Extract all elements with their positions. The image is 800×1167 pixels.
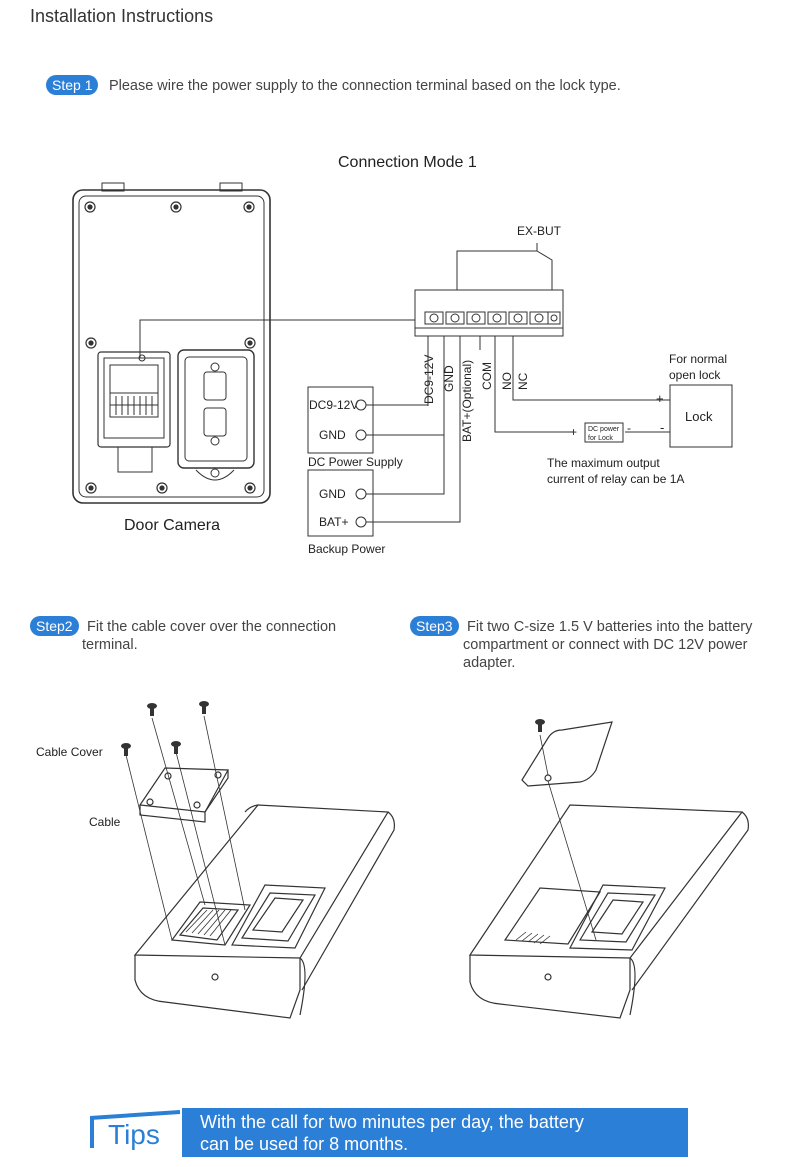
- terminal-block: [414, 289, 564, 337]
- backup-pin1: GND: [319, 487, 346, 501]
- terminal-label-bat: BAT+(Optional): [460, 360, 474, 442]
- step1-badge: Step 1: [46, 75, 99, 95]
- wiring-diagram: Connection Mode 1: [72, 154, 733, 556]
- relay-note-1: The maximum output: [547, 456, 660, 470]
- backup-box: [307, 469, 374, 537]
- terminal-label-nc: NC: [516, 372, 530, 390]
- terminal-wires: [427, 336, 514, 406]
- dc-supply-box: [307, 386, 374, 454]
- dc-supply-pin1: DC9-12V: [309, 398, 358, 412]
- step3-line2: compartment or connect with DC 12V power: [463, 637, 748, 653]
- svg-text:+: +: [570, 425, 577, 439]
- step3-badge: Step3: [410, 616, 459, 636]
- step2-row: Step2 Fit the cable cover over the conne…: [30, 616, 390, 654]
- cable-cover-label: Cable Cover: [36, 745, 103, 759]
- step1-text: Please wire the power supply to the conn…: [108, 78, 621, 94]
- tips-label: Tips: [108, 1119, 160, 1150]
- screws-2: [121, 701, 209, 756]
- step3-illustration: [468, 719, 749, 1019]
- exbut-wire-left: [456, 250, 537, 290]
- step2-badge: Step2: [30, 616, 79, 636]
- door-camera-body: [72, 182, 271, 504]
- terminal-label-gnd: GND: [442, 365, 456, 392]
- camera-connector-line: [139, 319, 415, 358]
- exbut-label: EX-BUT: [517, 224, 562, 238]
- dc-supply-pin2: GND: [319, 428, 346, 442]
- step2-line1: Fit the cable cover over the connection: [87, 619, 337, 635]
- step2-illustration: Cable Cover Cable: [36, 701, 395, 1019]
- terminal-label-dc: DC9-12V: [422, 355, 436, 404]
- step2-line2: terminal.: [82, 637, 138, 653]
- tips-bar: [182, 1108, 688, 1157]
- terminal-label-com: COM: [480, 362, 494, 390]
- tips-line1: With the call for two minutes per day, t…: [200, 1112, 584, 1132]
- device-body-3: [468, 721, 749, 1019]
- step3-line1: Fit two C-size 1.5 V batteries into the …: [467, 619, 753, 635]
- exbut-wire-right: [536, 250, 553, 290]
- backup-pin2: BAT+: [319, 515, 348, 529]
- dc-supply-label: DC Power Supply: [308, 455, 403, 469]
- lock-box: [669, 384, 733, 448]
- svg-text:+: +: [656, 391, 664, 406]
- step3-row: Step3 Fit two C-size 1.5 V batteries int…: [410, 616, 790, 672]
- screw-3: [535, 719, 545, 732]
- dc-power-lock-2: for Lock: [588, 435, 613, 442]
- lock-label: Lock: [685, 409, 713, 424]
- svg-text:-: -: [660, 420, 664, 435]
- connection-mode-title: Connection Mode 1: [338, 154, 477, 171]
- dc-power-lock-1: DC power: [588, 426, 620, 433]
- relay-note-2: current of relay can be 1A: [547, 472, 684, 486]
- dc-power-lock-box: [584, 422, 624, 443]
- device-body-2: [125, 715, 395, 1019]
- door-camera-label: Door Camera: [124, 517, 220, 534]
- terminal-label-no: NO: [500, 372, 514, 390]
- for-normal-label: For normal: [669, 352, 727, 366]
- cable-label: Cable: [89, 815, 121, 829]
- svg-text:-: -: [627, 421, 631, 435]
- page-title: Installation Instructions: [30, 6, 214, 26]
- step3-line3: adapter.: [463, 655, 516, 671]
- step1-row: Step 1 Please wire the power supply to t…: [46, 75, 621, 95]
- tips-line2: can be used for 8 months.: [200, 1134, 408, 1154]
- open-lock-label: open lock: [669, 368, 721, 382]
- backup-label: Backup Power: [308, 542, 385, 556]
- tips-banner: Tips With the call for two minutes per d…: [90, 1108, 688, 1157]
